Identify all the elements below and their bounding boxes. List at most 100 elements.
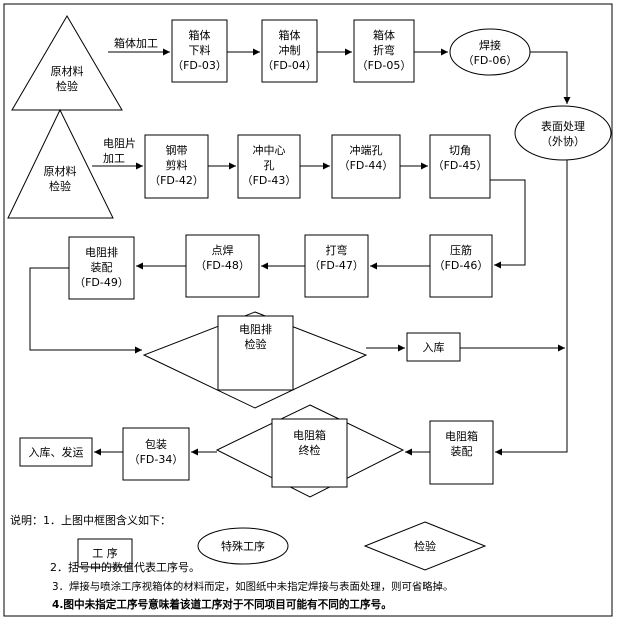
page-border (3, 3, 613, 617)
packing-line-2: （FD-34） (128, 453, 184, 466)
resistor-assembly-line-3: （FD-49） (74, 276, 129, 289)
packing-line-1: 包装 (145, 438, 167, 451)
raw-check-2-line-1: 原材料 (43, 165, 77, 178)
legend-special-label: 特殊工序 (221, 540, 265, 553)
welding-line-2: （FD-06） (462, 54, 518, 67)
box-punch-line-2: 冲制 (278, 44, 301, 57)
node-resistor-assembly (68, 236, 135, 300)
final-check-line-1: 电阻箱 (293, 429, 326, 442)
resistor-check-label: 电阻排 检验 (218, 322, 293, 352)
raw-check-label-2: 原材料 检验 (30, 164, 90, 194)
ship-label: 入库、发运 (28, 446, 84, 459)
node-bend (304, 234, 369, 298)
box-punch-label: 箱体 冲制 （FD-04） (262, 28, 317, 73)
box-bend-line-3: （FD-05） (356, 59, 412, 72)
spot-weld-line-2: （FD-48） (195, 259, 250, 272)
welding-label: 焊接 （FD-06） (452, 38, 528, 68)
note-2: 2．括号中的数值代表工序号。 (50, 561, 200, 574)
legend-inspection-diamond (363, 521, 487, 571)
punch-end-line-2: （FD-44） (338, 159, 394, 172)
note-4: 4.图中未指定工序号意味着该道工序对于不同项目可能有不同的工序号。 (52, 599, 392, 611)
welding-line-1: 焊接 (479, 39, 501, 52)
box-bend-line-2: 折弯 (373, 44, 395, 57)
strip-cut-line-1: 钢带 (165, 144, 188, 157)
raw-check-1-line-1: 原材料 (50, 65, 84, 78)
node-strip-cut (144, 134, 209, 199)
node-packing (122, 427, 190, 481)
press-rib-line-2: （FD-46） (433, 259, 489, 272)
resistor-check-line-1: 电阻排 (239, 323, 272, 336)
box-assembly-line-1: 电阻箱 (445, 430, 478, 443)
bend-line-2: （FD-47） (309, 259, 364, 272)
box-blank-line-3: （FD-03） (172, 59, 227, 72)
legend-special-ellipse (197, 527, 289, 565)
edge-label-resistor-line-1: 电阻片 (103, 137, 136, 150)
node-surface (514, 105, 612, 161)
corner-cut-line-2: （FD-45） (432, 159, 488, 172)
edge-label-resistor-processing: 电阻片 加工 (103, 136, 136, 166)
node-box-blank (171, 19, 228, 83)
box-punch-line-3: （FD-04） (262, 59, 317, 72)
note-3: 3．焊接与喷涂工序视箱体的材料而定，如图纸中未指定焊接与表面处理，则可省略掉。 (52, 581, 454, 593)
resistor-assembly-label: 电阻排 装配 （FD-49） (69, 245, 134, 290)
punch-center-label: 冲中心 孔 （FD-43） (238, 143, 300, 188)
raw-check-label-1: 原材料 检验 (37, 64, 97, 94)
raw-check-1-line-2: 检验 (56, 80, 78, 93)
punch-center-line-3: （FD-43） (241, 174, 297, 187)
strip-cut-line-3: （FD-42） (149, 174, 204, 187)
raw-check-2-line-2: 检验 (49, 180, 71, 193)
raw-check-triangle-1 (11, 15, 123, 111)
punch-end-line-1: 冲端孔 (349, 144, 383, 157)
surface-line-1: 表面处理 (541, 120, 585, 133)
box-blank-line-1: 箱体 (188, 29, 211, 42)
spot-weld-label: 点焊 （FD-48） (186, 243, 259, 273)
final-check-label: 电阻箱 终检 (272, 428, 347, 458)
node-punch-center (237, 134, 301, 199)
node-corner-cut (429, 134, 491, 199)
legend-process-label: 工 序 (92, 547, 118, 560)
node-box-assembly (429, 420, 494, 485)
corner-cut-label: 切角 （FD-45） (430, 143, 490, 173)
storage-label: 入库 (422, 341, 445, 354)
punch-center-line-2: 孔 (263, 159, 275, 172)
strip-cut-line-2: 剪料 (165, 159, 188, 172)
box-assembly-line-2: 装配 (450, 445, 473, 458)
punch-center-line-1: 冲中心 (252, 144, 286, 157)
box-bend-line-1: 箱体 (373, 29, 395, 42)
node-ship (19, 437, 93, 467)
press-rib-label: 压筋 （FD-46） (430, 243, 492, 273)
corner-cut-line-1: 切角 (449, 144, 471, 157)
node-storage (406, 332, 461, 362)
resistor-assembly-line-2: 装配 (90, 261, 113, 274)
box-blank-line-2: 下料 (188, 44, 211, 57)
box-punch-line-1: 箱体 (278, 29, 301, 42)
node-final-check-box (271, 418, 348, 488)
strip-cut-label: 钢带 剪料 （FD-42） (145, 143, 208, 188)
legend-process-box (77, 538, 133, 568)
bend-line-1: 打弯 (325, 244, 348, 257)
resistor-assembly-line-1: 电阻排 (85, 246, 118, 259)
legend-inspection-label: 检验 (414, 540, 436, 553)
packing-label: 包装 （FD-34） (123, 437, 189, 467)
punch-end-label: 冲端孔 （FD-44） (332, 143, 400, 173)
final-check-line-2: 终检 (298, 444, 321, 457)
press-rib-line-1: 压筋 (450, 244, 472, 257)
edge-label-box-processing: 箱体加工 (114, 37, 158, 50)
node-box-punch (261, 19, 318, 83)
node-spot-weld (185, 234, 260, 298)
surface-line-2: （外协） (541, 135, 585, 148)
box-bend-label: 箱体 折弯 （FD-05） (354, 28, 414, 73)
connectors (29, 48, 571, 456)
node-resistor-check-box (217, 315, 294, 391)
resistor-check-line-2: 检验 (244, 338, 267, 351)
box-blank-label: 箱体 下料 （FD-03） (172, 28, 227, 73)
edge-label-resistor-line-2: 加工 (103, 152, 125, 165)
spot-weld-line-1: 点焊 (211, 244, 234, 257)
legend-intro: 说明：1．上图中框图含义如下： (10, 514, 171, 527)
node-box-bend (353, 19, 415, 83)
raw-check-triangle-2 (7, 108, 114, 219)
bend-label: 打弯 （FD-47） (305, 243, 368, 273)
surface-label: 表面处理 （外协） (517, 119, 609, 149)
